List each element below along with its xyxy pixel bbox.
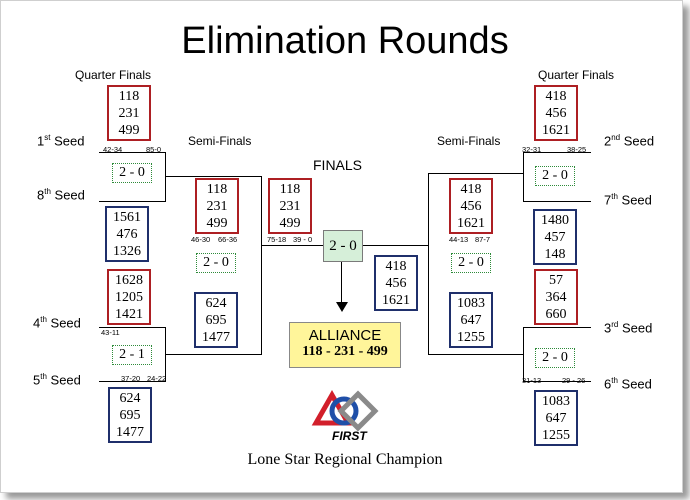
score-sf-left: 2 - 0 [196, 253, 236, 273]
seed-label-5: 5th Seed [33, 372, 81, 388]
first-logo-icon [311, 389, 379, 432]
score-qf-2v7: 2 - 0 [535, 166, 575, 186]
bracket-line [99, 327, 165, 328]
arrow-down-icon [336, 302, 348, 312]
seed-label-4: 4th Seed [33, 315, 81, 331]
seed-label-3: 3rd Seed [604, 320, 653, 336]
bracket-line [165, 152, 166, 202]
caption: Lone Star Regional Champion [247, 451, 443, 468]
page-title: Elimination Rounds [181, 20, 509, 62]
bracket-line [428, 354, 524, 355]
semi-finals-right-label: Semi-Finals [437, 134, 501, 148]
bracket-line [361, 245, 428, 246]
match-score: 24-22 [147, 374, 167, 383]
bracket-line [99, 201, 165, 202]
score-sf-right: 2 - 0 [451, 253, 491, 273]
seed-label-8: 8th Seed [37, 187, 85, 203]
bracket-line [99, 381, 165, 382]
finals-label: FINALS [313, 157, 363, 173]
semi-finals-left-label: Semi-Finals [188, 134, 252, 148]
bracket-line [523, 152, 524, 202]
match-score: 32-31 [522, 145, 542, 154]
bracket-line [523, 152, 591, 153]
quarter-finals-right-label: Quarter Finals [538, 68, 615, 82]
first-logo: FIRST [310, 385, 380, 445]
bracket-line [99, 152, 165, 153]
bracket-line [261, 245, 323, 246]
alliance-winner-box: ALLIANCE 118 - 231 - 499 [289, 322, 401, 368]
match-score: 31-13 [522, 376, 542, 385]
bracket-line [165, 354, 261, 355]
first-logo-text: FIRST [332, 429, 367, 443]
bracket-line [523, 201, 591, 202]
bracket-line [261, 176, 262, 355]
match-score: 87-7 [475, 235, 491, 244]
seed-label-7: 7th Seed [604, 192, 652, 208]
match-score: 46-30 [191, 235, 211, 244]
alliance-teams: 118 - 231 - 499 [302, 344, 388, 359]
score-qf-3v6: 2 - 0 [535, 348, 575, 368]
match-score: 85-0 [146, 145, 162, 154]
match-score: 29 - 26 [562, 376, 586, 385]
alliance-label: ALLIANCE [308, 327, 382, 344]
match-score: 66-36 [218, 235, 238, 244]
seed-label-6: 6th Seed [604, 376, 652, 392]
arrow-line [341, 261, 342, 306]
match-score: 42-34 [103, 145, 123, 154]
bracket-line [428, 173, 429, 355]
quarter-finals-left-label: Quarter Finals [75, 68, 152, 82]
score-final: 2 - 0 [323, 230, 363, 262]
seed-label-1: 1st Seed [37, 133, 85, 149]
match-score: 75-18 [267, 235, 287, 244]
match-score: 39 - 0 [293, 235, 313, 244]
bracket-line [428, 173, 524, 174]
bracket-line [523, 381, 591, 382]
score-qf-4v5: 2 - 1 [112, 345, 152, 365]
match-score: 38-25 [567, 145, 587, 154]
match-score: 44-13 [449, 235, 469, 244]
bracket-line [523, 327, 591, 328]
match-score: 37-20 [121, 374, 141, 383]
bracket-line [165, 176, 261, 177]
seed-label-2: 2nd Seed [604, 133, 655, 149]
score-qf-1v8: 2 - 0 [112, 163, 152, 183]
match-score: 43-11 [101, 328, 120, 337]
